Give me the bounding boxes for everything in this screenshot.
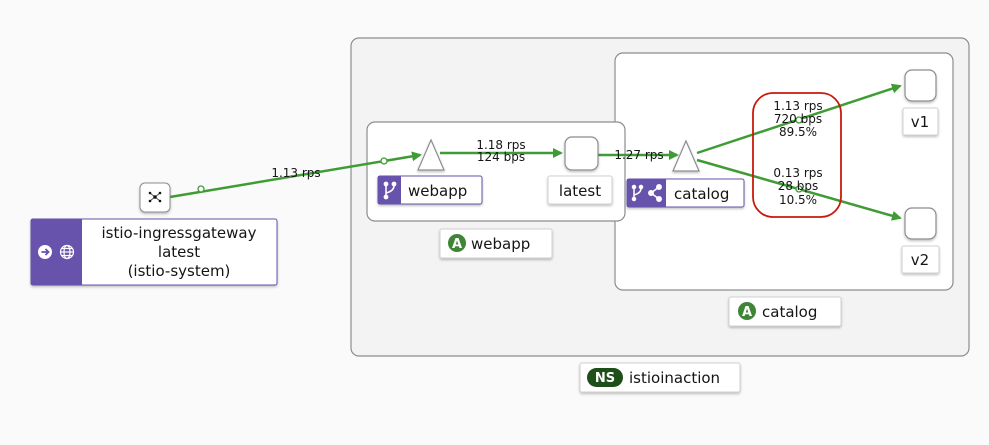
branch-icon [631, 184, 644, 202]
namespace-badge-icon [587, 368, 623, 387]
webapp-app-name: webapp [471, 235, 530, 253]
network-icon [148, 191, 162, 203]
v2-traffic-percent: 10.5% [779, 193, 817, 207]
namespace-name: istioinaction [629, 369, 720, 387]
ingress-namespace: (istio-system) [128, 262, 231, 280]
v2-traffic-rps: 0.13 rps [773, 166, 822, 180]
catalog-app-label[interactable] [728, 296, 842, 327]
edge-label-catalog: 1.27 rps [614, 148, 663, 162]
webapp-app-label[interactable] [439, 228, 553, 259]
v1-workload-node[interactable] [904, 69, 937, 102]
namespace-label[interactable] [579, 362, 741, 393]
v1-traffic-rps: 1.13 rps [773, 99, 822, 113]
v2-workload-node[interactable] [904, 207, 937, 240]
ingress-node[interactable] [139, 182, 171, 213]
branch-icon [383, 181, 397, 200]
catalog-app-badge: A [742, 305, 752, 320]
latest-workload-node[interactable] [564, 136, 599, 171]
edge-catalog-to-v1[interactable] [696, 83, 902, 155]
v2-traffic-bps: 28 bps [778, 179, 819, 193]
catalog-service-text: catalog [674, 185, 729, 203]
v1-traffic-bps: 720 bps [774, 112, 822, 126]
edge-label-webapp-rps: 1.18 rps [476, 138, 525, 152]
v1-workload-label[interactable] [902, 107, 939, 136]
app-badge-icon [448, 234, 466, 252]
share-icon [648, 184, 662, 202]
webapp-service-text: webapp [408, 182, 467, 200]
ingress-version: latest [158, 243, 200, 261]
v1-workload-text: v1 [911, 113, 929, 131]
webapp-service-node[interactable] [417, 138, 445, 171]
app-badge-icon [738, 302, 756, 320]
catalog-service-node[interactable] [672, 139, 700, 172]
catalog-app-name: catalog [762, 303, 817, 321]
edge-ingress-to-webapp[interactable] [169, 151, 422, 199]
arrow-circle-right-icon [38, 245, 52, 259]
ingress-name: istio-ingressgateway [102, 224, 257, 242]
webapp-app-badge: A [452, 237, 462, 252]
v2-workload-text: v2 [911, 251, 929, 269]
latest-workload-text: latest [559, 182, 601, 200]
edge-catalog-to-v2[interactable] [696, 158, 902, 221]
edge-label-webapp-bps: 124 bps [477, 150, 525, 164]
globe-network-icon [59, 244, 75, 260]
traffic-split-highlight [752, 92, 842, 218]
edge-label-ingress: 1.13 rps [271, 166, 320, 180]
namespace-badge: NS [595, 371, 615, 386]
latest-workload-label[interactable] [547, 175, 613, 205]
v2-workload-label[interactable] [901, 245, 940, 274]
v1-traffic-percent: 89.5% [779, 125, 817, 139]
